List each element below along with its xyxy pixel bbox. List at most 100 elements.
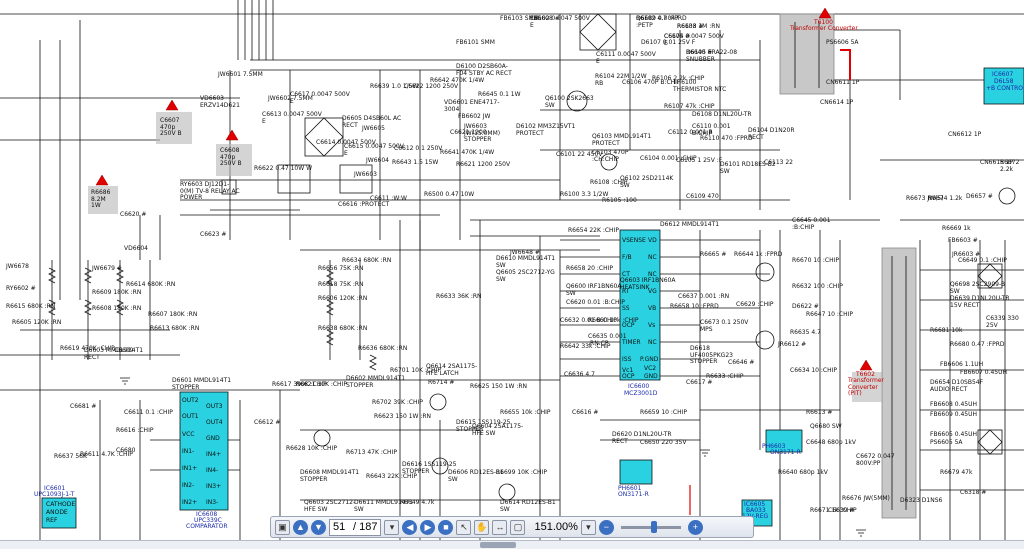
component-label: JW6603	[354, 171, 377, 178]
component-label: D6105 ERA22-08 SNUBBER	[686, 49, 738, 63]
component-label: R6605 120K :RN	[12, 319, 62, 326]
component-label: R6634 680K :RN	[342, 257, 392, 264]
component-label: Q6103 MMDL914T1 PROTECT	[592, 133, 652, 147]
horizontal-scrollbar[interactable]	[0, 540, 1024, 549]
component-label: R6702 39K :CHIP	[372, 399, 423, 406]
component-label: R6642 33k :CHIP	[560, 343, 611, 350]
ic6600-pin-r8: VC2	[644, 365, 657, 372]
ic6601-pin-0: CATHODE	[46, 501, 76, 508]
ic6600-part: MCZ3001D	[624, 390, 658, 397]
scrollbar-thumb[interactable]	[480, 542, 516, 548]
zoom-in-icon[interactable]: +	[687, 519, 703, 535]
zoom-slider-knob[interactable]	[650, 520, 657, 533]
component-label: TH6100 THERMISTOR NTC	[673, 79, 727, 93]
component-label: CN6611 1P	[826, 79, 860, 86]
component-label: R6714 #	[428, 379, 455, 386]
component-label: C6106 470P B:CHIP	[622, 79, 681, 86]
component-label: VD6601 ENE4717-3004	[444, 99, 500, 113]
component-label: PS6606 5A	[826, 39, 859, 46]
page-number-field[interactable]: / 187	[329, 518, 382, 536]
component-label: D6618 UF4005PKG23 STOPPER	[690, 345, 733, 365]
component-label: JR6612 #	[778, 341, 807, 348]
component-label: D6612 MMDL914T1	[660, 221, 720, 228]
ic6605-name: IC6605	[744, 501, 766, 508]
component-label: R6655 10k :CHIP	[500, 409, 551, 416]
fit-page-icon[interactable]: ▢	[510, 519, 526, 535]
zoom-dropdown-icon[interactable]: ▾	[580, 519, 596, 535]
stop-icon[interactable]: ■	[438, 519, 454, 535]
component-label: R6615 680K :RN	[6, 303, 56, 310]
component-label: C6620 0.01 :B:CHIP	[566, 299, 625, 306]
ic6600-name: IC6600	[628, 383, 650, 390]
component-label: C6650 220 35V	[640, 439, 687, 446]
ic6600-pin-r1: NC	[648, 254, 657, 261]
component-label: CN6612 1P	[948, 131, 982, 138]
zoom-slider[interactable]	[620, 520, 681, 533]
ic6608-pin-l1: OUT1	[182, 413, 199, 420]
component-label: R6100 3.3 1/2W	[560, 191, 609, 198]
ic6600-pin-l8: Vc1	[622, 367, 634, 374]
component-label: Q6604 2SA1175-HFE SW	[472, 423, 524, 437]
ic6608-pin-r1: OUT4	[206, 419, 223, 426]
back-icon[interactable]: ◀	[402, 519, 418, 535]
component-label: D6610 MMDL914T1 SW	[496, 255, 556, 269]
t6602-name: T6602	[856, 371, 875, 378]
component-label: C6614 0.0047 500V	[316, 139, 376, 146]
pdf-viewer-toolbar: ▣ ▲ ▼ / 187 ▾ ◀ ▶ ■ ↖ ✋ ↔ ▢ 151.00% ▾ − …	[270, 516, 754, 538]
ic6601-name: IC6601	[44, 485, 66, 492]
component-label: C6612 0.1 250V	[394, 145, 443, 152]
ic6608-role: COMPARATOR	[186, 523, 228, 530]
component-label: C6105 1 25V :F	[676, 157, 723, 164]
zoom-out-icon[interactable]: −	[598, 519, 614, 535]
component-label: C6111 0.0047 500V E	[596, 51, 656, 65]
ic6605-part: BA033	[746, 507, 766, 514]
ic6600-pin-l3: RT	[622, 288, 630, 295]
ic6607-role: +B CONTROL	[986, 85, 1024, 92]
component-label: C6104 0.0047 500V E	[664, 33, 724, 47]
component-label: R6636 680K :RN	[358, 345, 408, 352]
component-label: C6672 0.047 800V:PP	[856, 453, 895, 467]
warn-c6607: C6607 470p 250V B	[160, 117, 182, 137]
ic6600-pin-l1: F/B	[622, 254, 632, 261]
component-label: R6635 4.7	[790, 329, 821, 336]
component-label: D6657 #	[966, 193, 993, 200]
component-label: D6616 1SS119-25 STOPPER	[402, 461, 457, 475]
component-label: C6103 470P :CH:CHIP	[592, 149, 629, 163]
ic6607-name: IC6607	[992, 71, 1014, 78]
component-label: R6102 4.7 :FPRD	[636, 15, 687, 22]
hand-tool-icon[interactable]: ✋	[474, 519, 490, 535]
component-label: FB6608 0.45UH	[930, 401, 978, 408]
component-label: R6607 180K :RN	[148, 311, 198, 318]
page-down-icon[interactable]: ▼	[311, 519, 326, 535]
component-label: C6673 0.1 250V MPS	[700, 319, 749, 333]
chevron-down-icon[interactable]: ▾	[384, 519, 400, 535]
component-label: FB6101 SMM	[456, 39, 495, 46]
component-label: C6635 0.001 :RN:CP	[588, 333, 627, 347]
t6100-name: T6100	[814, 19, 833, 26]
component-label: C6637 0.001 :RN	[678, 293, 730, 300]
component-label: C6681 #	[70, 403, 97, 410]
component-label: R6674 1.2k	[928, 195, 963, 202]
component-label: VD6604	[124, 245, 148, 252]
component-label: D6101 RD18ES-B2 SW	[720, 161, 776, 175]
component-label: C6617 #	[686, 379, 713, 386]
component-label: JR6603 #	[952, 251, 981, 258]
component-label: D6615 1SS119-25 STOPPER	[456, 419, 511, 433]
fit-width-icon[interactable]: ↔	[492, 519, 508, 535]
ic6608-part: UPC339C	[194, 517, 222, 524]
component-label: C6101 22 450V	[556, 151, 603, 158]
select-tool-icon[interactable]: ↖	[456, 519, 472, 535]
t6602-role: Transformer Converter (PIT)	[848, 377, 885, 397]
ic6608-pin-l3: IN1-	[182, 448, 195, 455]
component-label: C6645 0.001 :B:CHIP	[792, 217, 831, 231]
page-current-input[interactable]	[333, 521, 351, 533]
component-label: D6654 D10SB54F AUDIO RECT	[930, 379, 984, 393]
forward-icon[interactable]: ▶	[420, 519, 436, 535]
save-icon[interactable]: ▣	[275, 519, 290, 535]
ic6600-pin-r6: NC	[648, 339, 657, 346]
page-up-icon[interactable]: ▲	[293, 519, 308, 535]
component-label: R6500 0.47 10W	[424, 191, 475, 198]
component-label: C6611 0.1 :CHIP	[124, 409, 173, 416]
component-label: R6633 36K :RN	[436, 293, 482, 300]
component-label: C6611 :W:W	[370, 195, 407, 202]
